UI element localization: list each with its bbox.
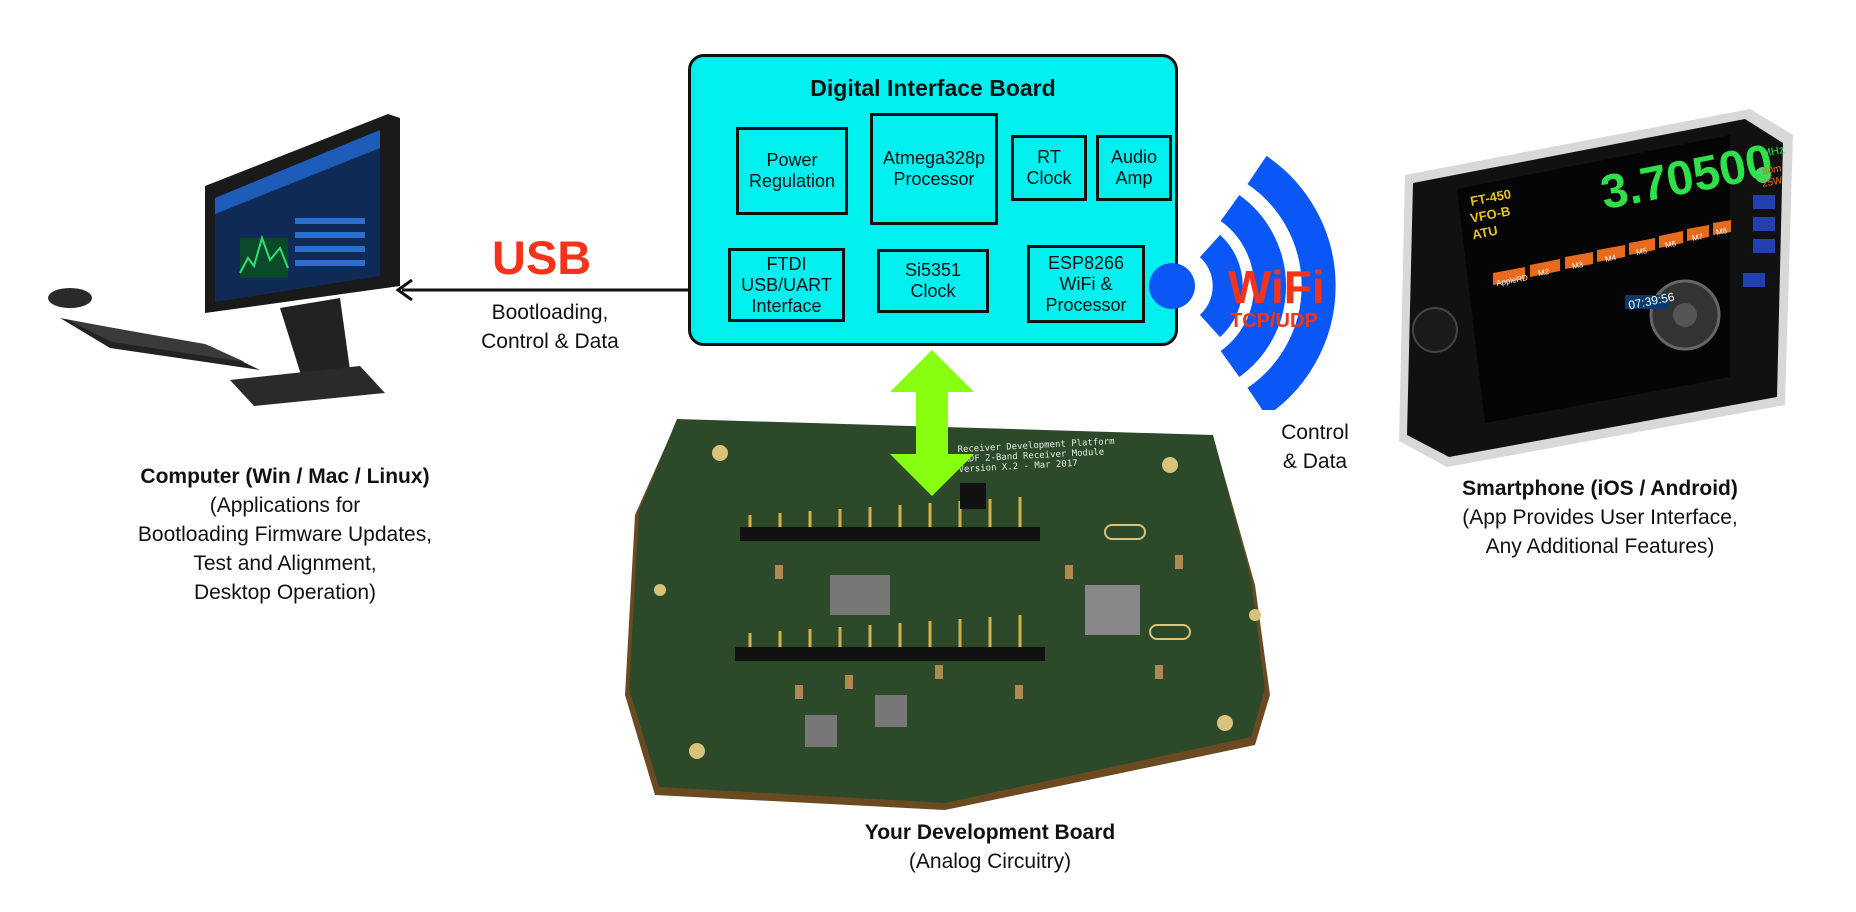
ftdi-block: FTDI USB/UART Interface: [728, 248, 845, 322]
phone-line: (App Provides User Interface,: [1462, 506, 1738, 529]
wifi-sublabel: TCP/UDP: [1230, 310, 1318, 332]
rt-clock-block: RT Clock: [1011, 135, 1087, 201]
computer-line: Desktop Operation): [193, 581, 377, 604]
wifi-label: WiFi: [1228, 261, 1325, 313]
phone-caption: Smartphone (iOS / Android) (App Provides…: [1420, 474, 1780, 561]
usb-arrow: [395, 278, 725, 302]
computer-line: (Applications for: [209, 494, 361, 517]
phone-title: Smartphone (iOS / Android): [1462, 477, 1738, 500]
devboard-caption: Your Development Board (Analog Circuitry…: [800, 818, 1180, 876]
usb-caption: Bootloading, Control & Data: [481, 301, 619, 353]
devboard-title: Your Development Board: [864, 821, 1116, 844]
wifi-caption: Control & Data: [1281, 421, 1349, 473]
audio-amp-block: Audio Amp: [1096, 135, 1172, 201]
computer-illustration: [48, 114, 400, 406]
smartphone-illustration: [1399, 109, 1793, 467]
computer-line: Bootloading Firmware Updates,: [137, 523, 433, 546]
usb-label: USB: [492, 231, 592, 284]
esp8266-block: ESP8266 WiFi & Processor: [1027, 245, 1145, 323]
board-title: Digital Interface Board: [810, 75, 1056, 101]
power-regulation-block: Power Regulation: [736, 127, 848, 215]
phone-line: Any Additional Features): [1485, 535, 1715, 558]
development-board-illustration: [625, 419, 1270, 810]
si5351-block: Si5351 Clock: [877, 249, 989, 313]
interface-arrow: [890, 350, 974, 496]
computer-line: Test and Alignment,: [193, 552, 377, 575]
wifi-symbol: [1149, 155, 1336, 410]
devboard-sub: (Analog Circuitry): [908, 850, 1072, 873]
atmega-block: Atmega328p Processor: [870, 113, 998, 225]
computer-caption: Computer (Win / Mac / Linux) (Applicatio…: [95, 462, 475, 607]
computer-title: Computer (Win / Mac / Linux): [140, 465, 430, 488]
digital-interface-board: Digital Interface Board Power Regulation…: [688, 54, 1178, 346]
